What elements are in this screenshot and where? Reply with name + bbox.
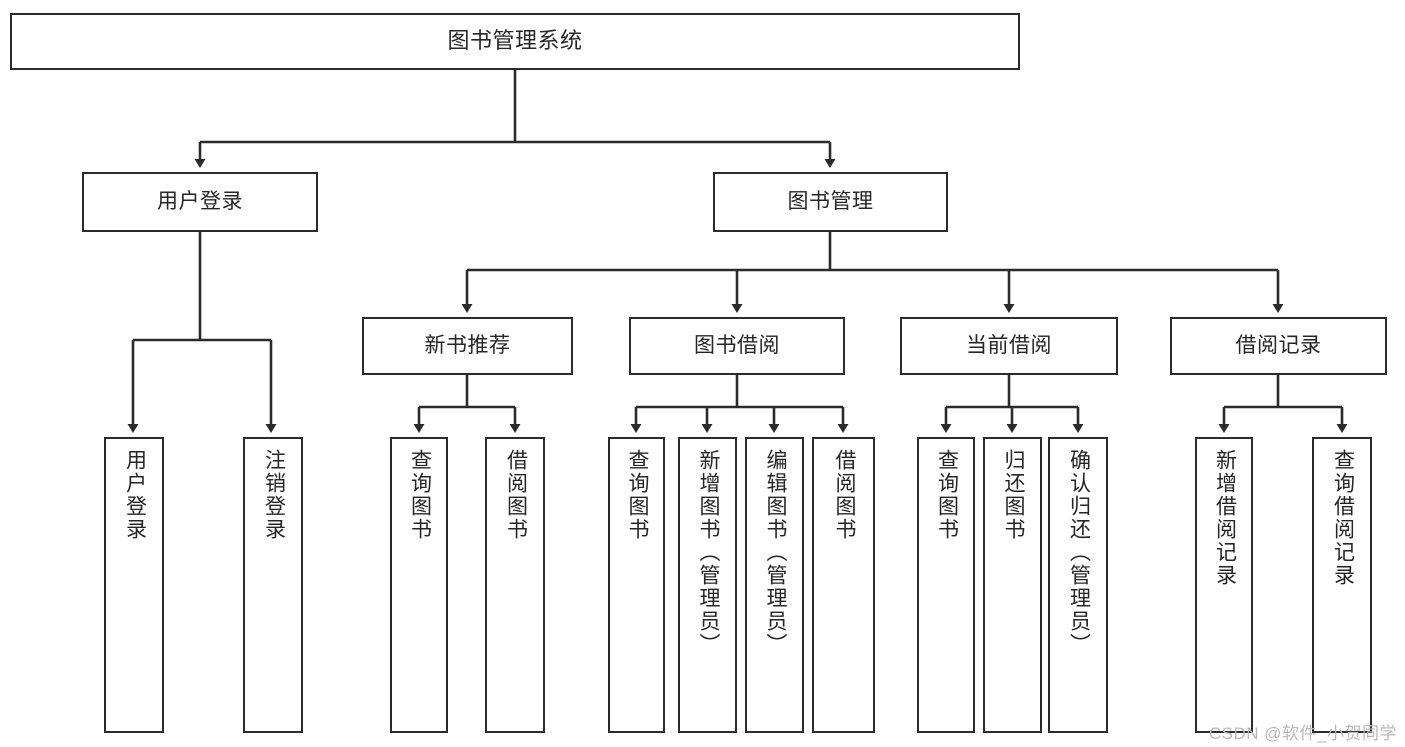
- node-label: 借阅图书: [832, 449, 856, 541]
- node-label: 查询图书: [935, 449, 959, 541]
- node-label: 确认归还（管理员）: [1067, 449, 1091, 656]
- node-label: 查询图书: [625, 449, 649, 541]
- node-leaf-add-record[interactable]: 新增借阅记录: [1195, 437, 1253, 733]
- node-label: 用户登录: [157, 190, 243, 214]
- node-book-borrow[interactable]: 图书借阅: [629, 317, 845, 375]
- node-label: 当前借阅: [966, 334, 1052, 358]
- node-current-borrow[interactable]: 当前借阅: [900, 317, 1118, 375]
- node-label: 借阅记录: [1235, 334, 1322, 358]
- node-leaf-query-record[interactable]: 查询借阅记录: [1312, 437, 1372, 733]
- node-leaf-confirm-return[interactable]: 确认归还（管理员）: [1048, 437, 1108, 733]
- node-label: 用户登录: [123, 449, 147, 541]
- node-leaf-logout[interactable]: 注销登录: [243, 437, 303, 733]
- node-leaf-return-book[interactable]: 归还图书: [983, 437, 1042, 733]
- node-leaf-add-book[interactable]: 新增图书（管理员）: [678, 437, 737, 733]
- node-label: 查询图书: [408, 449, 432, 541]
- node-label: 新增图书（管理员）: [696, 449, 720, 656]
- node-leaf-borrow-book-2[interactable]: 借阅图书: [812, 437, 875, 733]
- node-label: 归还图书: [1001, 449, 1025, 541]
- node-book-manage[interactable]: 图书管理: [713, 172, 948, 232]
- node-new-book-rec[interactable]: 新书推荐: [362, 317, 573, 375]
- node-label: 编辑图书（管理员）: [763, 449, 787, 656]
- node-leaf-query-book-1[interactable]: 查询图书: [390, 437, 448, 733]
- node-label: 新增借阅记录: [1213, 449, 1237, 587]
- node-leaf-edit-book[interactable]: 编辑图书（管理员）: [745, 437, 804, 733]
- node-label: 图书管理: [787, 190, 874, 214]
- node-leaf-user-login[interactable]: 用户登录: [104, 437, 164, 733]
- node-leaf-query-book-3[interactable]: 查询图书: [917, 437, 975, 733]
- node-label: 图书管理系统: [447, 28, 583, 54]
- node-label: 查询借阅记录: [1331, 449, 1355, 587]
- node-user-login[interactable]: 用户登录: [82, 172, 318, 232]
- node-leaf-query-book-2[interactable]: 查询图书: [608, 437, 665, 733]
- node-leaf-borrow-book-1[interactable]: 借阅图书: [485, 437, 545, 733]
- node-book-management-system[interactable]: 图书管理系统: [10, 13, 1020, 70]
- node-label: 注销登录: [262, 449, 286, 541]
- node-label: 新书推荐: [424, 334, 511, 358]
- node-label: 借阅图书: [504, 449, 528, 541]
- node-label: 图书借阅: [694, 334, 780, 358]
- node-borrow-record[interactable]: 借阅记录: [1170, 317, 1387, 375]
